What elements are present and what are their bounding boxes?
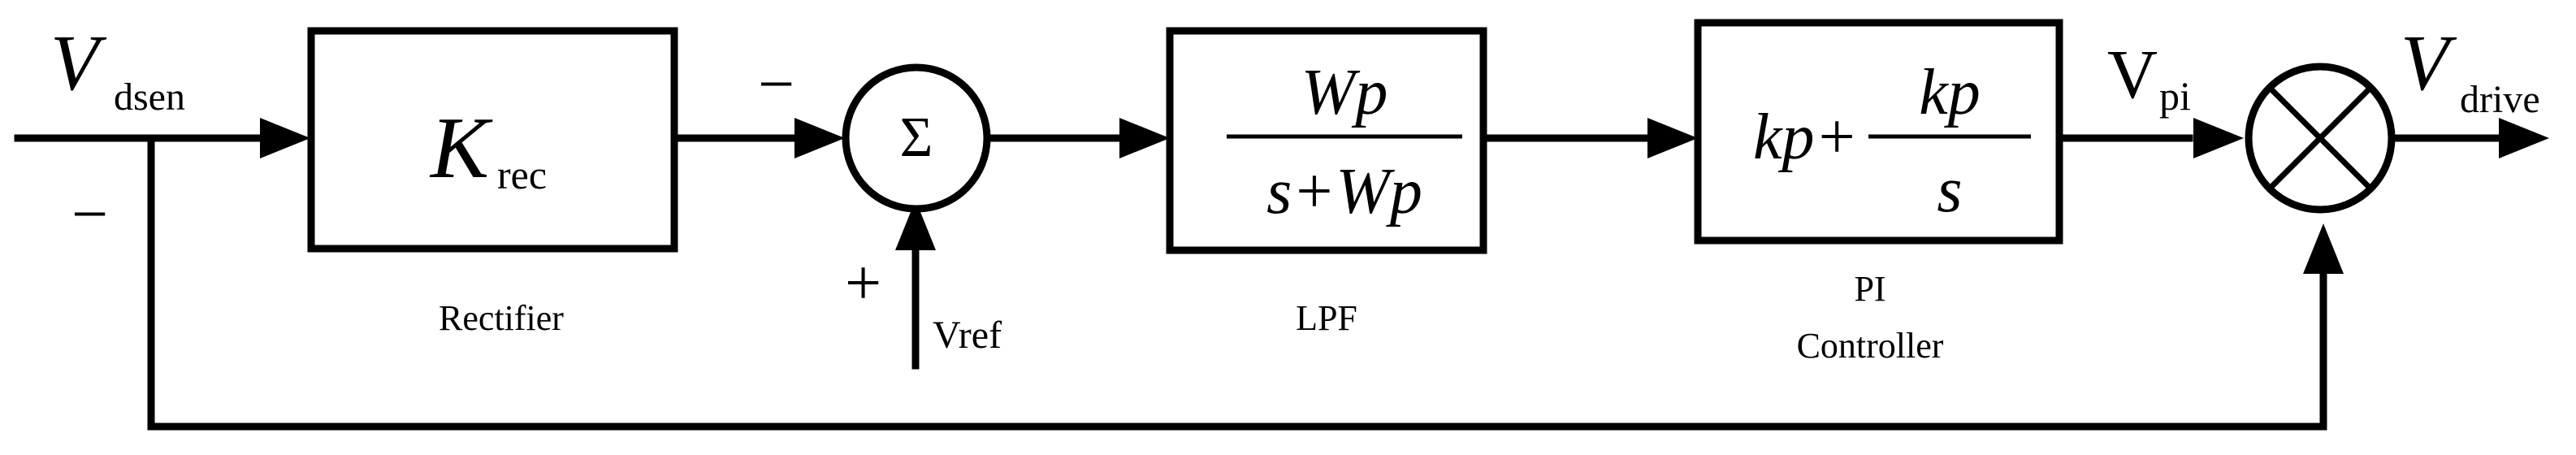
input-signal-subscript: dsen — [114, 76, 185, 119]
lpf-denominator: s+Wp — [1266, 156, 1422, 228]
pi-caption-line2: Controller — [1797, 326, 1944, 366]
summation-icon: Σ — [900, 106, 933, 169]
summer-minus-sign: − — [758, 49, 794, 120]
drive-output-label: V — [2401, 20, 2457, 107]
arrowhead-into-summer — [794, 118, 845, 158]
pi-proportional-term: kp+ — [1753, 102, 1859, 173]
lpf-numerator: Wp — [1301, 57, 1388, 128]
multiplier-cross-icon — [2269, 87, 2371, 189]
rectifier-gain-subscript: rec — [497, 152, 547, 197]
rectifier-block — [307, 27, 678, 253]
arrowhead-into-lpf — [1119, 118, 1170, 158]
pi-numerator: kp — [1919, 57, 1981, 128]
summer-plus-sign: + — [845, 248, 881, 319]
rectifier-gain-label: K — [429, 100, 493, 197]
lpf-block — [1166, 27, 1487, 254]
feedback-minus-sign: − — [71, 179, 108, 250]
pi-caption-line1: PI — [1854, 269, 1885, 309]
arrowhead-output — [2499, 118, 2549, 158]
feedback-wire — [147, 134, 2327, 431]
pi-output-label: V — [2107, 35, 2158, 113]
arrowhead-vref — [895, 200, 936, 250]
lpf-caption: LPF — [1296, 298, 1357, 338]
pi-output-subscript: pi — [2159, 73, 2191, 119]
pi-denominator: s — [1937, 154, 1962, 226]
rectifier-caption: Rectifier — [439, 298, 564, 338]
arrowhead-into-rectifier — [260, 118, 310, 158]
arrowhead-into-pi — [1647, 118, 1698, 158]
summer-circle — [842, 63, 991, 213]
arrowhead-into-multiplier — [2193, 118, 2244, 158]
vref-label: Vref — [933, 314, 1002, 357]
arrowhead-feedback — [2303, 223, 2344, 274]
pi-controller-block — [1694, 19, 2063, 245]
input-signal-label: V — [50, 20, 107, 107]
drive-output-subscript: drive — [2460, 78, 2540, 121]
